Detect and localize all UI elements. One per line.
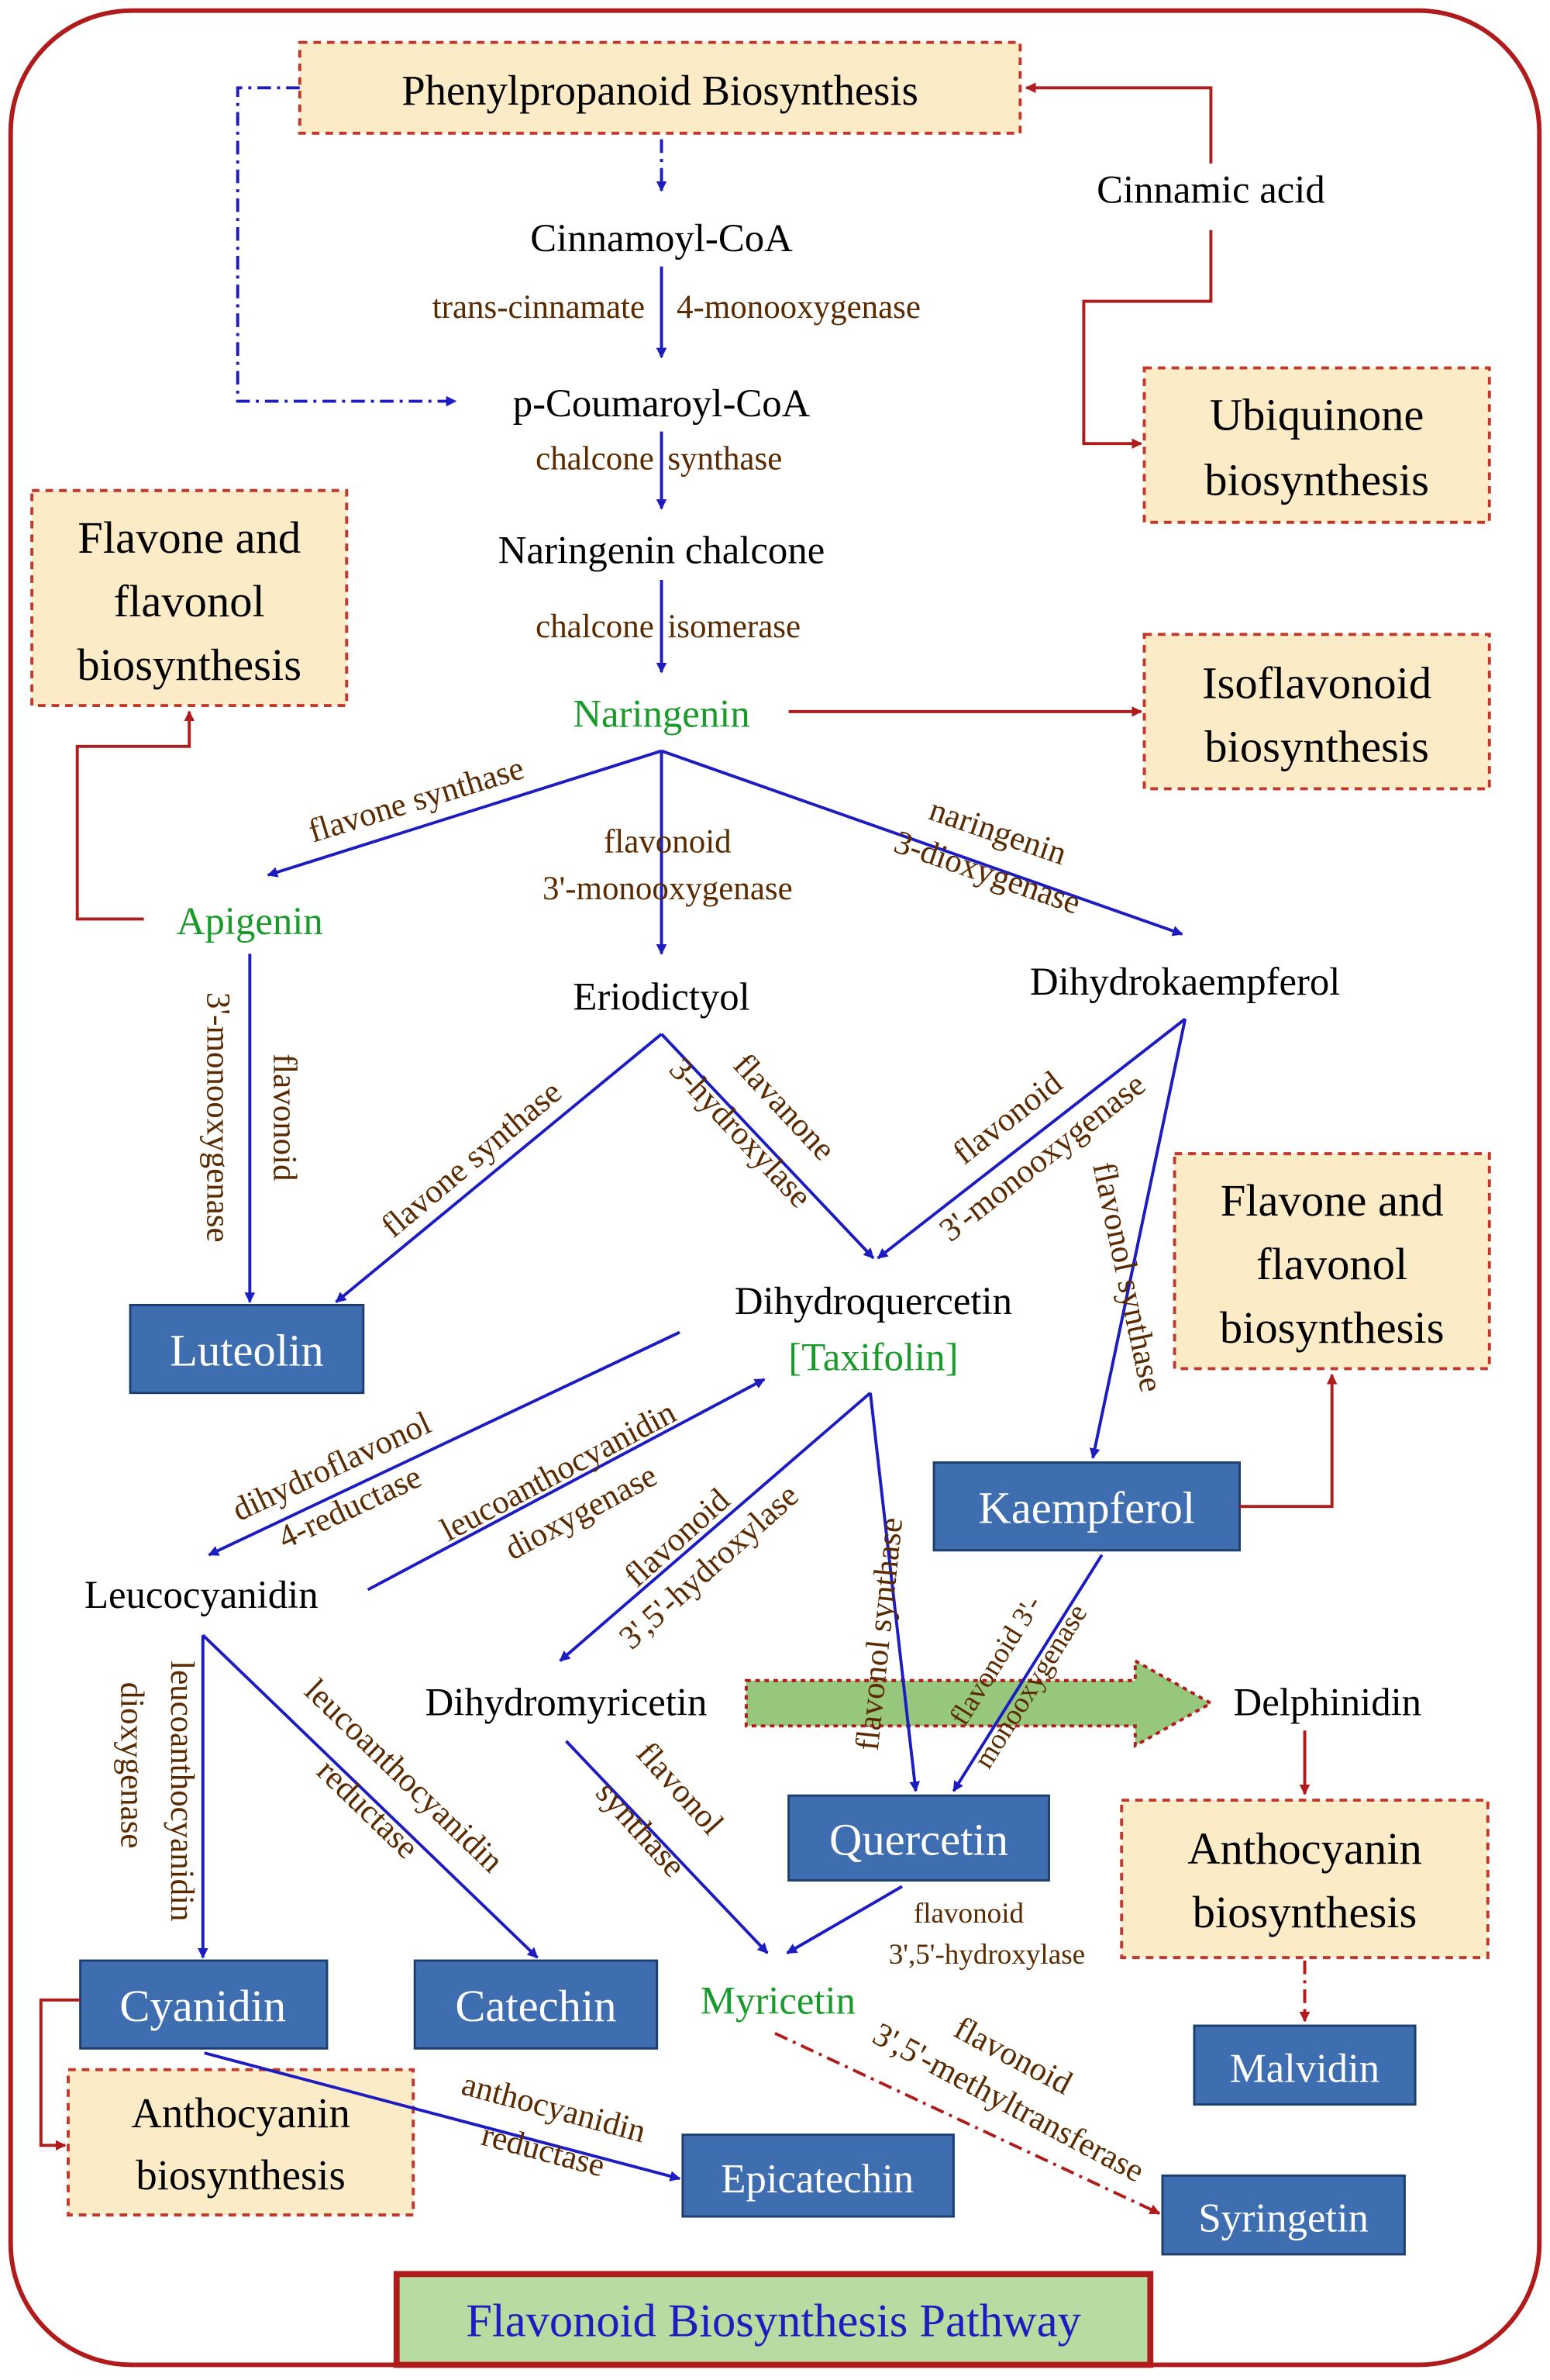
- dashed-arrow-myricetin-to-syringetin: [774, 2032, 1161, 2215]
- compound-leucocyanidin: Leucocyanidin: [84, 1573, 319, 1616]
- product-luteolin: Luteolin: [170, 1326, 323, 1376]
- pathway-box-ubiquinone-line2: biosynthesis: [1204, 455, 1429, 505]
- pathway-box-flavone-left-line3: biosynthesis: [77, 640, 301, 690]
- enzyme-flavonoid-35h-quercetin-a: flavonoid: [914, 1898, 1025, 1930]
- pathway-box-phenylpropanoid: [298, 40, 1022, 135]
- pathway-box-anthocyanin-right: [1120, 1799, 1490, 1960]
- compound-delphinidin: Delphinidin: [1234, 1681, 1422, 1724]
- enzyme-flavone-synthase-eriodictyol: flavone synthase: [374, 1074, 568, 1245]
- enzyme-chalcone-isomerase-b: isomerase: [667, 609, 801, 645]
- compound-taxifolin: [Taxifolin]: [788, 1335, 958, 1378]
- product-cyanidin: Cyanidin: [119, 1981, 286, 2031]
- pathway-box-flavone-right-line2: flavonol: [1256, 1239, 1407, 1289]
- enzyme-chalcone-isomerase-a: chalcone: [536, 609, 654, 645]
- enzyme-flavonol-synthase-dhk: flavonol synthase: [1085, 1159, 1169, 1395]
- enzyme-chalcone-synthase-b: synthase: [667, 440, 782, 477]
- enzyme-flavonoid-3m-apigenin-a: flavonoid: [267, 1054, 303, 1181]
- arrow-cyanidin-to-epicatechin: [204, 2051, 681, 2182]
- pathway-box-anthocyanin-right-line2: biosynthesis: [1193, 1887, 1417, 1937]
- pathway-box-isoflavonoid: [1142, 633, 1491, 791]
- product-kaempferol: Kaempferol: [978, 1483, 1195, 1533]
- pathway-box-anthocyanin-left-line1: Anthocyanin: [131, 2089, 350, 2137]
- arrow-kaempferol-to-flavone-right: [1239, 1373, 1338, 1509]
- compound-dihydromyricetin: Dihydromyricetin: [425, 1681, 708, 1724]
- compound-dihydrokaempferol: Dihydrokaempferol: [1030, 960, 1340, 1003]
- product-box-kaempferol: [932, 1461, 1242, 1552]
- compound-eriodictyol: Eriodictyol: [573, 975, 749, 1019]
- arrow-leucocyanidin-to-catechin: [202, 1633, 539, 1959]
- enzyme-flavonoid-35h-quercetin-b: 3',5'-hydroxylase: [889, 1939, 1085, 1971]
- compound-cinnamoyl-coa: Cinnamoyl-CoA: [530, 216, 793, 260]
- enzyme-flavonoid-3m-apigenin-b: 3'-monooxygenase: [200, 992, 236, 1243]
- product-catechin: Catechin: [455, 1981, 616, 2031]
- compound-dihydroquercetin: Dihydroquercetin: [735, 1279, 1012, 1323]
- pathway-box-flavone-right-line3: biosynthesis: [1220, 1302, 1445, 1353]
- enzyme-flavonoid-3m-mid-a: flavonoid: [604, 823, 732, 860]
- enzyme-leucoanthocyanidin-dioxygenase-cy-b: dioxygenase: [113, 1682, 150, 1849]
- compound-naringenin-chalcone: Naringenin chalcone: [498, 528, 825, 571]
- arrow-taxifolin-to-quercetin: [869, 1392, 921, 1792]
- enzyme-chalcone-synthase-a: chalcone: [536, 440, 654, 477]
- compound-apigenin: Apigenin: [177, 899, 323, 943]
- pathway-box-flavone-left-line2: flavonol: [114, 576, 265, 626]
- product-box-malvidin: [1193, 2024, 1417, 2106]
- enzyme-flavone-synthase-apigenin: flavone synthase: [305, 750, 529, 850]
- pathway-box-flavone-right-line1: Flavone and: [1221, 1175, 1444, 1226]
- product-box-cyanidin: [79, 1959, 329, 2050]
- product-syringetin: Syringetin: [1198, 2196, 1369, 2241]
- pathway-box-ubiquinone: [1142, 366, 1491, 524]
- enzyme-leucoanthocyanidin-dioxygenase-cy-a: leucoanthocyanidin: [164, 1661, 200, 1921]
- pathway-box-anthocyanin-left-line2: biosynthesis: [136, 2151, 345, 2199]
- arrow-cyanidin-to-anthocyanin-left: [39, 1998, 81, 2151]
- enzyme-trans-cinnamate: trans-cinnamate: [432, 289, 645, 326]
- compound-naringenin: Naringenin: [573, 692, 749, 735]
- compound-p-coumaroyl-coa: p-Coumaroyl-CoA: [513, 381, 811, 425]
- diagram-title: Flavonoid Biosynthesis Pathway: [466, 2295, 1081, 2347]
- product-box-luteolin: [129, 1303, 365, 1395]
- arrow-leucocyanidin-to-taxifolin: [367, 1378, 766, 1592]
- arrow-eriodictyol-to-luteolin: [335, 1033, 663, 1304]
- pathway-box-flavone-left-line1: Flavone and: [78, 512, 301, 563]
- arrow-eriodictyol-to-dihydroquercetin: [660, 1033, 875, 1260]
- arrow-dihydroquercetin-to-leucocyanidin: [208, 1330, 680, 1557]
- product-quercetin: Quercetin: [829, 1814, 1008, 1864]
- product-box-epicatechin: [681, 2133, 955, 2218]
- arrow-quercetin-to-myricetin: [786, 1885, 904, 1954]
- pathway-box-flavone-left: [30, 488, 349, 708]
- pathway-box-phenylpropanoid-label: Phenylpropanoid Biosynthesis: [401, 67, 918, 114]
- block-arrow-dihydromyricetin-to-delphinidin: [744, 1658, 1214, 1749]
- product-box-catechin: [413, 1959, 659, 2050]
- arrow-naringenin-to-dihydrokaempferol: [660, 749, 1183, 936]
- product-epicatechin: Epicatechin: [721, 2157, 914, 2202]
- pathway-box-flavone-right: [1173, 1152, 1491, 1371]
- arrow-cinnamic-to-ubiquinone: [1082, 229, 1213, 450]
- enzyme-4-monooxygenase: 4-monooxygenase: [677, 289, 921, 326]
- dashed-arrow-phenyl-to-coumaroyl: [236, 86, 457, 407]
- compound-cinnamic-acid: Cinnamic acid: [1097, 168, 1325, 212]
- product-malvidin: Malvidin: [1230, 2046, 1380, 2091]
- arrow-dihydrokaempferol-to-dihydroquercetin: [877, 1017, 1187, 1260]
- arrow-kaempferol-to-quercetin: [952, 1554, 1104, 1792]
- enzyme-flavonoid-3m-mid-b: 3'-monooxygenase: [542, 871, 793, 907]
- title-box: [393, 2271, 1154, 2368]
- pathway-box-anthocyanin-right-line1: Anthocyanin: [1187, 1823, 1422, 1874]
- compound-myricetin: Myricetin: [701, 1978, 856, 2022]
- arrow-apigenin-to-flavone-left: [75, 710, 195, 921]
- arrow-dihydromyricetin-to-myricetin: [565, 1740, 769, 1954]
- pathway-box-isoflavonoid-line1: Isoflavonoid: [1202, 657, 1431, 708]
- arrow-dihydrokaempferol-to-kaempferol: [1089, 1018, 1187, 1460]
- product-box-quercetin: [787, 1794, 1050, 1882]
- product-box-syringetin: [1161, 2174, 1406, 2256]
- arrow-naringenin-to-apigenin: [267, 749, 663, 878]
- arrow-taxifolin-to-dihydromyricetin: [559, 1392, 872, 1662]
- pathway-box-ubiquinone-line1: Ubiquinone: [1210, 390, 1424, 440]
- pathway-box-isoflavonoid-line2: biosynthesis: [1204, 721, 1429, 771]
- arrow-cinnamic-to-phenylpropanoid: [1025, 82, 1213, 164]
